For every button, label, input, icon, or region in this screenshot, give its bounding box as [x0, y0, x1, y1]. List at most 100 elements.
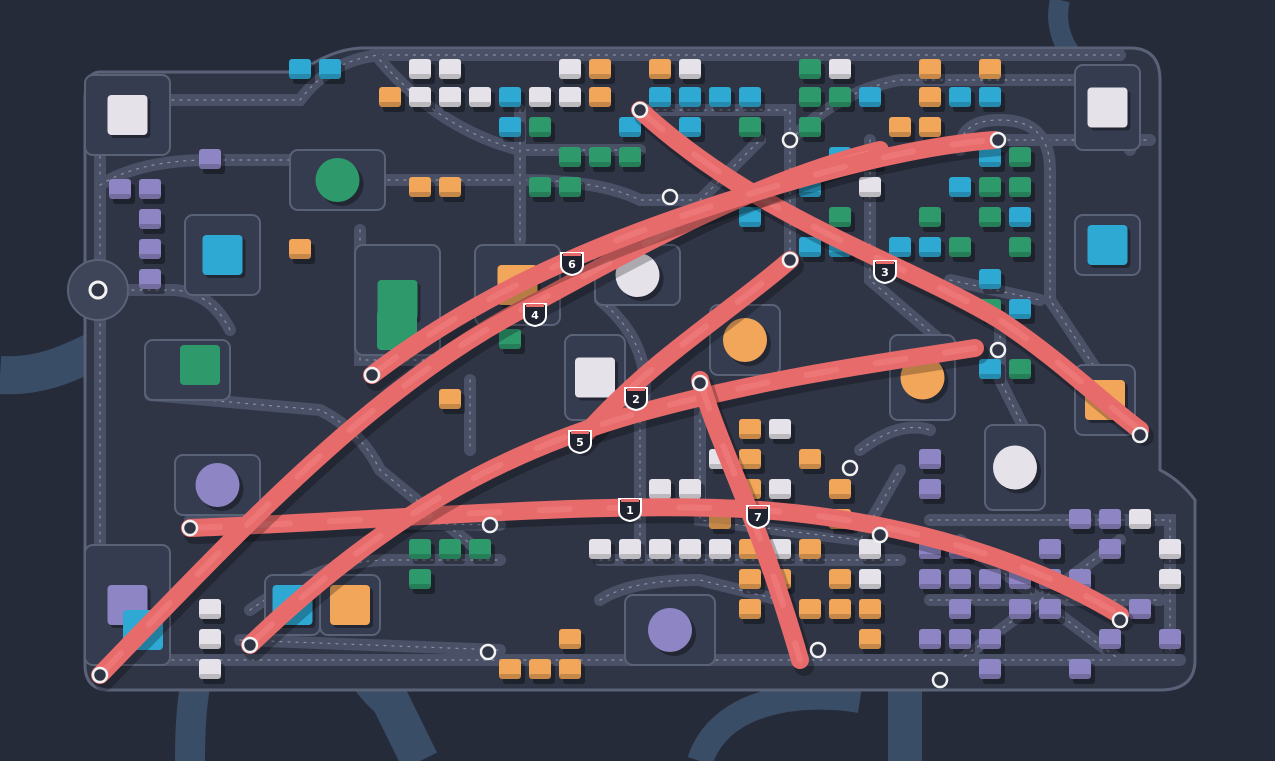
house-base: [979, 584, 1001, 589]
house: [199, 659, 221, 679]
house-base: [709, 102, 731, 107]
square-building-icon[interactable]: [575, 357, 615, 398]
highway-number: 1: [626, 504, 634, 517]
interchange-node[interactable]: [481, 516, 499, 534]
interchange-node[interactable]: [809, 641, 827, 659]
road[interactable]: [694, 374, 906, 547]
highway-badge-6: 6: [560, 252, 584, 277]
house-base: [739, 434, 761, 439]
house-base: [289, 74, 311, 79]
house-base: [1159, 554, 1181, 559]
interchange-node[interactable]: [91, 666, 109, 684]
house: [529, 117, 551, 137]
interchange-node[interactable]: [781, 251, 799, 269]
house: [589, 59, 611, 79]
round-building-icon[interactable]: [615, 253, 660, 297]
house: [979, 147, 1001, 167]
house: [829, 59, 851, 79]
shield-stripe: [571, 431, 589, 434]
house-base: [529, 674, 551, 679]
interchange-node[interactable]: [871, 526, 889, 544]
house-base: [949, 102, 971, 107]
house-base: [1129, 614, 1151, 619]
river: [687, 683, 863, 761]
house: [199, 599, 221, 619]
house: [949, 599, 971, 619]
interchange-node[interactable]: [989, 341, 1007, 359]
house: [589, 87, 611, 107]
house-base: [739, 614, 761, 619]
interchange-node[interactable]: [989, 131, 1007, 149]
interchange-node[interactable]: [363, 366, 381, 384]
house: [439, 539, 461, 559]
interchange-node[interactable]: [691, 374, 709, 392]
interchange-nodes[interactable]: [67, 101, 1149, 689]
house: [979, 359, 1001, 379]
house: [1129, 599, 1151, 619]
house-base: [799, 132, 821, 137]
house: [859, 569, 881, 589]
square-building-icon[interactable]: [1087, 225, 1128, 265]
house-base: [979, 102, 1001, 107]
house-base: [919, 494, 941, 499]
interchange-node[interactable]: [1111, 611, 1129, 629]
house: [109, 179, 131, 199]
road[interactable]: [944, 274, 1046, 306]
house: [1099, 509, 1121, 529]
house-base: [919, 644, 941, 649]
square-building-icon[interactable]: [330, 585, 370, 625]
house: [469, 539, 491, 559]
house-base: [739, 222, 761, 227]
house-base: [979, 222, 1001, 227]
house-base: [1159, 584, 1181, 589]
house-base: [799, 554, 821, 559]
interchange-node[interactable]: [241, 636, 259, 654]
interchange-node[interactable]: [181, 519, 199, 537]
house: [739, 599, 761, 619]
house-base: [829, 584, 851, 589]
interchange-node[interactable]: [479, 643, 497, 661]
house-base: [1159, 644, 1181, 649]
square-building-icon[interactable]: [180, 345, 220, 385]
interchange-node[interactable]: [631, 101, 649, 119]
interchange-node[interactable]: [781, 131, 799, 149]
house: [139, 269, 161, 289]
interchange-node[interactable]: [931, 671, 949, 689]
road-lane-marking: [239, 639, 501, 651]
interchange-node[interactable]: [1131, 426, 1149, 444]
house: [949, 629, 971, 649]
interchange-node[interactable]: [661, 188, 679, 206]
house-base: [709, 554, 731, 559]
round-building-icon[interactable]: [315, 158, 360, 202]
round-building-icon[interactable]: [723, 318, 767, 362]
highways[interactable]: [91, 101, 1154, 691]
house: [619, 539, 641, 559]
round-building-icon[interactable]: [648, 608, 692, 652]
house: [919, 87, 941, 107]
house: [1039, 539, 1061, 559]
house-base: [409, 584, 431, 589]
round-building-icon[interactable]: [993, 445, 1037, 490]
house-base: [829, 494, 851, 499]
interchange-node[interactable]: [841, 459, 859, 477]
square-building-icon[interactable]: [1087, 87, 1128, 128]
house: [649, 59, 671, 79]
house-base: [409, 74, 431, 79]
house-base: [409, 192, 431, 197]
house: [919, 237, 941, 257]
highway-number: 4: [531, 309, 539, 322]
road-lane-marking: [379, 59, 641, 151]
round-building-icon[interactable]: [195, 463, 240, 507]
house-base: [109, 194, 131, 199]
house-base: [529, 132, 551, 137]
square-building-icon[interactable]: [107, 95, 148, 135]
house: [649, 539, 671, 559]
house-base: [559, 102, 581, 107]
house: [979, 629, 1001, 649]
house: [859, 629, 881, 649]
shield-icon: [873, 260, 897, 285]
square-building-icon[interactable]: [202, 235, 243, 275]
house: [979, 177, 1001, 197]
